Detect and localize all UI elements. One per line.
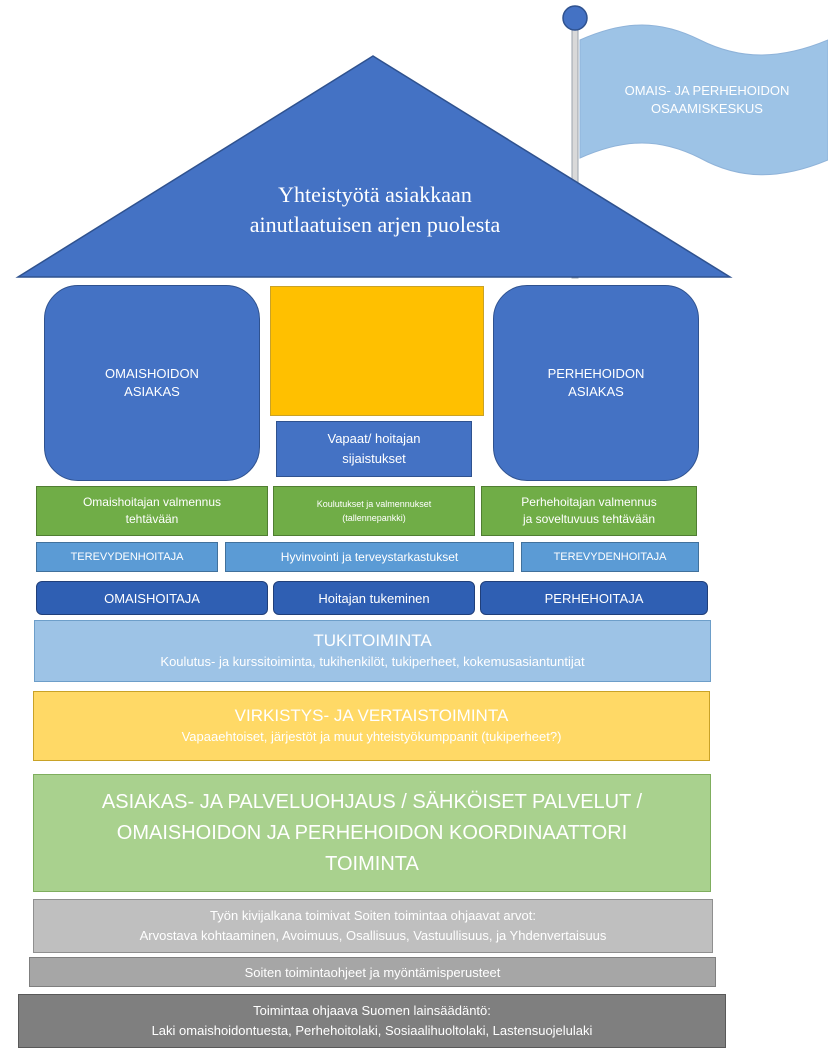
perhehoitajan-valmennus-line1: Perhehoitajan valmennus: [521, 495, 657, 509]
kivijalka-line2: Arvostava kohtaaminen, Avoimuus, Osallis…: [139, 928, 607, 943]
perhehoidon-asiakas-line1: PERHEHOIDON: [547, 366, 645, 381]
tukitoiminta-title: TUKITOIMINTA: [313, 631, 432, 650]
omaishoitaja-label: OMAISHOITAJA: [104, 590, 200, 606]
yellow-window: [270, 286, 484, 416]
lainsaadanto-box: Toimintaa ohjaava Suomen lainsäädäntö: L…: [18, 994, 726, 1048]
koulutukset-line1: Koulutukset ja valmennukset: [316, 499, 432, 509]
tukitoiminta-box: TUKITOIMINTA Koulutus- ja kurssitoiminta…: [34, 620, 711, 682]
lainsaadanto-line2: Laki omaishoidontuesta, Perhehoitolaki, …: [151, 1023, 593, 1038]
omaishoitajan-valmennus-line2: tehtävään: [125, 512, 179, 526]
perhehoidon-asiakas-box: PERHEHOIDON ASIAKAS: [493, 285, 699, 481]
omaishoitajan-valmennus-line1: Omaishoitajan valmennus: [82, 495, 222, 509]
koulutukset-box: Koulutukset ja valmennukset (tallennepan…: [273, 486, 475, 536]
omaishoitajan-valmennus-box: Omaishoitajan valmennus tehtävään: [36, 486, 268, 536]
virkistys-text: Vapaaehtoiset, järjestöt ja muut yhteist…: [181, 729, 562, 744]
vapaat-box: Vapaat/ hoitajan sijaistukset: [276, 421, 472, 477]
flag-pole-ball: [562, 5, 588, 31]
flag-text-line2: OSAAMISKESKUS: [651, 101, 763, 116]
hyvinvointi-label: Hyvinvointi ja terveystarkastukset: [280, 550, 459, 564]
vapaat-line2: sijaistukset: [342, 451, 406, 466]
perhehoitaja-box: PERHEHOITAJA: [480, 581, 708, 615]
hoitajan-tukeminen-box: Hoitajan tukeminen: [273, 581, 475, 615]
terveydenhoitaja-left-box: TEREVYDENHOITAJA: [36, 542, 218, 572]
ohjeet-label: Soiten toimintaohjeet ja myöntämisperust…: [244, 964, 501, 980]
terveydenhoitaja-right-box: TEREVYDENHOITAJA: [521, 542, 699, 572]
virkistys-title: VIRKISTYS- JA VERTAISTOIMINTA: [234, 706, 509, 725]
perhehoitajan-valmennus-line2: ja soveltuvuus tehtävään: [522, 512, 656, 526]
flag-text-line1: OMAIS- JA PERHEHOIDON: [624, 83, 790, 98]
hyvinvointi-box: Hyvinvointi ja terveystarkastukset: [225, 542, 514, 572]
tukitoiminta-text: Koulutus- ja kurssitoiminta, tukihenkilö…: [160, 654, 585, 669]
vapaat-line1: Vapaat/ hoitajan: [327, 431, 421, 446]
omaishoidon-asiakas-line1: OMAISHOIDON: [105, 366, 199, 381]
flag-text: OMAIS- JA PERHEHOIDON OSAAMISKESKUS: [586, 76, 828, 124]
virkistys-box: VIRKISTYS- JA VERTAISTOIMINTA Vapaaehtoi…: [33, 691, 710, 761]
omaishoidon-asiakas-line2: ASIAKAS: [124, 384, 180, 399]
ohjeet-box: Soiten toimintaohjeet ja myöntämisperust…: [29, 957, 716, 987]
roof-title: Yhteistyötä asiakkaan ainutlaatuisen arj…: [150, 178, 600, 242]
roof: [15, 55, 733, 278]
omaishoitaja-box: OMAISHOITAJA: [36, 581, 268, 615]
lainsaadanto-line1: Toimintaa ohjaava Suomen lainsäädäntö:: [253, 1003, 491, 1018]
kivijalka-line1: Työn kivijalkana toimivat Soiten toimint…: [210, 908, 536, 923]
asiakasohjaus-line1: ASIAKAS- JA PALVELUOHJAUS / SÄHKÖISET PA…: [101, 790, 643, 813]
terveydenhoitaja-right-label: TEREVYDENHOITAJA: [553, 551, 667, 563]
kivijalka-box: Työn kivijalkana toimivat Soiten toimint…: [33, 899, 713, 953]
roof-title-line1: Yhteistyötä asiakkaan: [278, 182, 472, 207]
terveydenhoitaja-left-label: TEREVYDENHOITAJA: [70, 551, 184, 563]
koulutukset-line2: (tallennepankki): [342, 513, 406, 523]
perhehoidon-asiakas-line2: ASIAKAS: [568, 384, 624, 399]
asiakasohjaus-line2: OMAISHOIDON JA PERHEHOIDON KOORDINAATTOR…: [116, 821, 628, 844]
asiakasohjaus-line3: TOIMINTA: [325, 852, 419, 875]
perhehoitaja-label: PERHEHOITAJA: [544, 590, 644, 606]
flag-banner: [579, 24, 828, 176]
omaishoidon-asiakas-box: OMAISHOIDON ASIAKAS: [44, 285, 260, 481]
perhehoitajan-valmennus-box: Perhehoitajan valmennus ja soveltuvuus t…: [481, 486, 697, 536]
roof-title-line2: ainutlaatuisen arjen puolesta: [249, 212, 501, 237]
asiakasohjaus-box: ASIAKAS- JA PALVELUOHJAUS / SÄHKÖISET PA…: [33, 774, 711, 892]
hoitajan-tukeminen-label: Hoitajan tukeminen: [318, 590, 430, 606]
